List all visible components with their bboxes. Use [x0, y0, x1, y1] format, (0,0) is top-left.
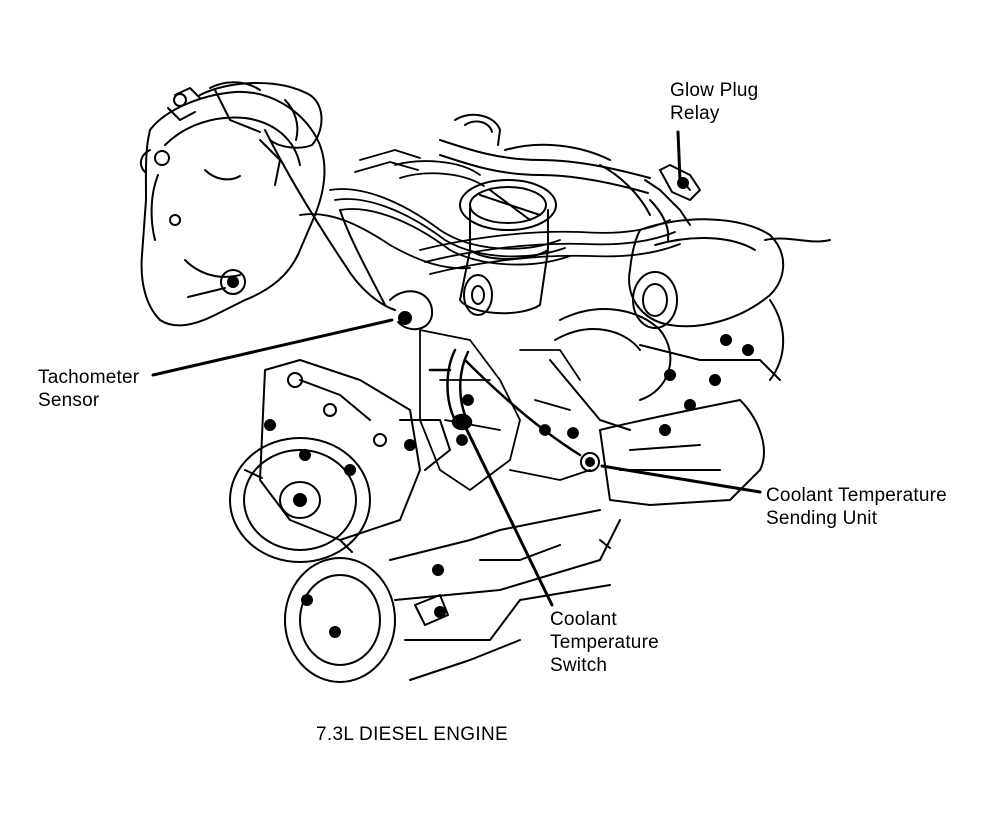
figure-caption: 7.3L DIESEL ENGINE	[316, 724, 508, 745]
coolant-switch-line-3: Switch	[550, 655, 608, 676]
coolant-switch-line-2: Temperature	[550, 632, 659, 653]
right-valve-cover	[549, 218, 831, 436]
crossover-pipe	[439, 113, 651, 216]
callout-tachometer-sensor: Tachometer Sensor	[38, 366, 139, 412]
tachometer-sensor-line-1: Tachometer	[38, 367, 140, 388]
upper-housing	[167, 82, 323, 149]
glow-plug-relay-line-2: Relay	[670, 103, 720, 124]
coolant-hose	[428, 348, 582, 457]
water-pump-housing	[259, 359, 451, 541]
tachometer-sensor-line-2: Sensor	[38, 390, 100, 411]
front-cover	[139, 81, 326, 327]
coolant-sending-unit-line-2: Sending Unit	[766, 508, 878, 529]
callout-coolant-temp-switch: Coolant Temperature Switch	[550, 608, 659, 677]
glow-plug-relay-part	[644, 164, 701, 241]
lower-damper	[284, 509, 621, 683]
tach-sensor-wiring	[264, 129, 434, 331]
engine-block-right	[580, 399, 765, 506]
glow-plug-relay-leader	[676, 130, 682, 182]
tachometer-sensor-leader	[151, 318, 394, 377]
callout-coolant-temp-sending-unit: Coolant Temperature Sending Unit	[766, 484, 947, 530]
glow-plug-relay-line-1: Glow Plug	[670, 80, 759, 101]
injection-pump	[459, 179, 557, 316]
crankshaft-pulley	[229, 437, 371, 563]
coolant-sending-unit-line-1: Coolant Temperature	[766, 485, 947, 506]
block-detail-center	[419, 329, 591, 491]
leader-lines	[151, 130, 762, 607]
callout-glow-plug-relay: Glow Plug Relay	[670, 79, 758, 125]
coolant-switch-leader	[462, 422, 554, 607]
coolant-sending-unit-leader	[600, 464, 762, 494]
coolant-switch-line-1: Coolant	[550, 609, 617, 630]
